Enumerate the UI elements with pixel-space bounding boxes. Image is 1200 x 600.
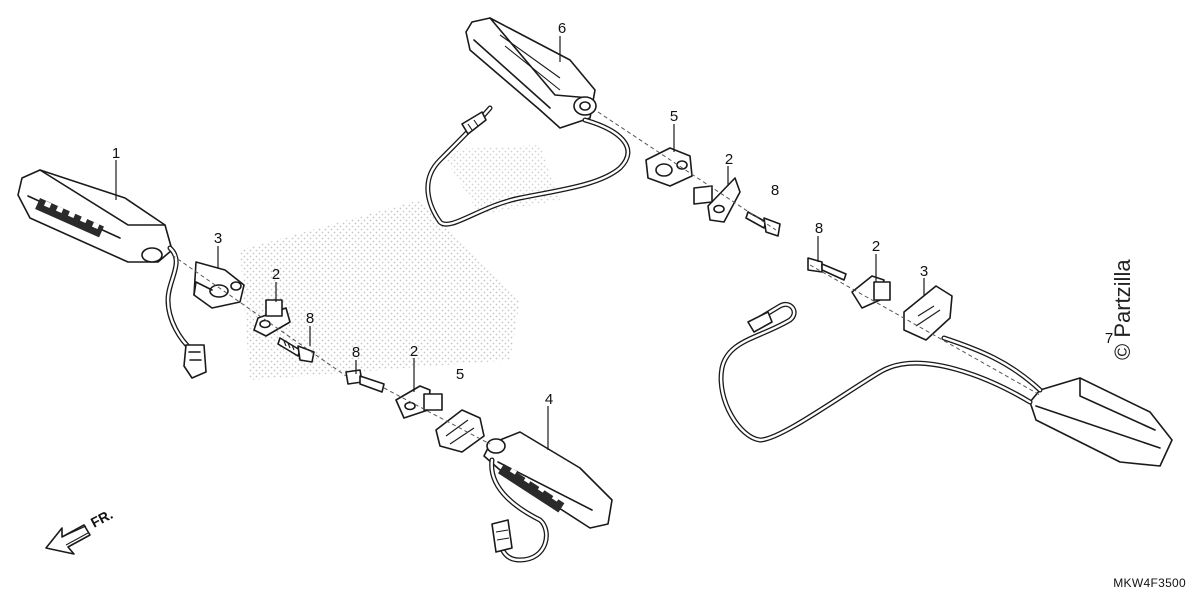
callout-5-top: 5: [670, 108, 678, 125]
callout-8-left: 8: [306, 310, 314, 327]
assembly-lines: [171, 111, 1041, 445]
turn-signal-part-4[interactable]: [483, 431, 613, 563]
callout-3-right: 3: [920, 263, 928, 280]
grommet-part-3-left[interactable]: [193, 261, 245, 309]
front-direction-indicator: FR.: [45, 506, 115, 555]
bolt-part-8-left[interactable]: [277, 337, 315, 363]
grommet-part-5-lower[interactable]: [435, 409, 485, 453]
callout-5-lower: 5: [456, 366, 464, 383]
callout-2-right: 2: [872, 238, 880, 255]
bracket-part-2-top[interactable]: [693, 177, 741, 223]
grommet-part-3-right[interactable]: [903, 285, 953, 341]
turn-signal-part-6[interactable]: [425, 17, 631, 227]
grommet-part-5-top[interactable]: [645, 147, 693, 187]
callout-6: 6: [558, 20, 566, 37]
callout-7: 7: [1105, 330, 1113, 347]
callout-1: 1: [112, 145, 120, 162]
callout-8-lower: 8: [352, 344, 360, 361]
bolt-part-8-lower[interactable]: [345, 369, 385, 393]
callout-leaders: [115, 36, 925, 450]
bracket-part-2-left[interactable]: [253, 299, 291, 337]
front-label: FR.: [88, 506, 115, 531]
callout-2-top: 2: [725, 151, 733, 168]
diagram-code: MKW4F3500: [1113, 576, 1186, 590]
callout-2-lower: 2: [410, 343, 418, 360]
bracket-part-2-lower[interactable]: [395, 385, 443, 419]
watermark: © Partzilla: [1110, 259, 1135, 360]
callout-4: 4: [545, 391, 553, 408]
turn-signal-part-1[interactable]: [17, 169, 207, 379]
callout-3-left: 3: [214, 230, 222, 247]
front-arrow-icon: [45, 524, 91, 555]
callout-8-right: 8: [815, 220, 823, 237]
callout-2-left: 2: [272, 266, 280, 283]
bolt-part-8-top[interactable]: [745, 211, 781, 237]
callout-8-top: 8: [771, 182, 779, 199]
turn-signal-part-7[interactable]: [718, 302, 1173, 467]
bracket-part-2-right[interactable]: [851, 275, 891, 309]
bolt-part-8-right[interactable]: [807, 257, 847, 281]
callout-labels: 1 3 2 8 8 2 5 4 6 5 2 8 8 2 3 7: [112, 20, 1113, 408]
